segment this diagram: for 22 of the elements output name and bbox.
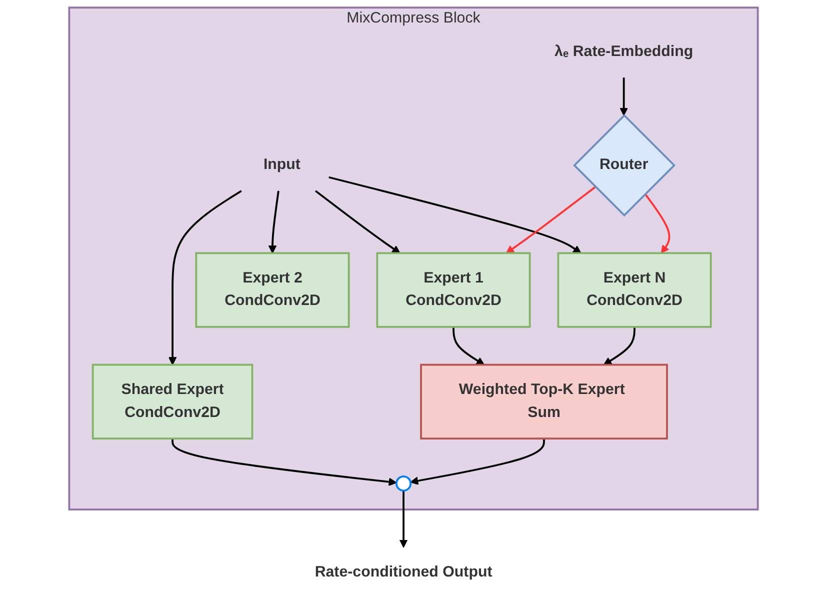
arrow <box>620 78 628 116</box>
node-text: Rate-conditioned Output <box>314 564 492 580</box>
node-text: λₑ Rate-Embedding <box>554 44 694 60</box>
node-box: Expert 1 CondConv2D <box>376 252 531 328</box>
arrow <box>506 186 596 254</box>
node-box: Weighted Top-K Expert Sum <box>420 364 668 440</box>
arrow <box>603 326 636 366</box>
arrow <box>410 438 545 485</box>
node-box: Expert N CondConv2D <box>557 252 712 328</box>
arrow <box>172 438 397 486</box>
arrow <box>452 326 485 366</box>
node-box: Shared Expert CondConv2D <box>92 364 254 440</box>
arrow <box>328 176 582 254</box>
arrow <box>644 193 670 254</box>
arrow <box>399 490 408 548</box>
arrow <box>314 190 400 254</box>
node-text: Input <box>263 156 300 173</box>
arrow <box>168 190 242 366</box>
arrow <box>268 190 280 254</box>
node-diamond: Router <box>573 114 676 217</box>
node-box: Expert 2 CondConv2D <box>195 252 350 328</box>
node-circle <box>395 475 412 492</box>
